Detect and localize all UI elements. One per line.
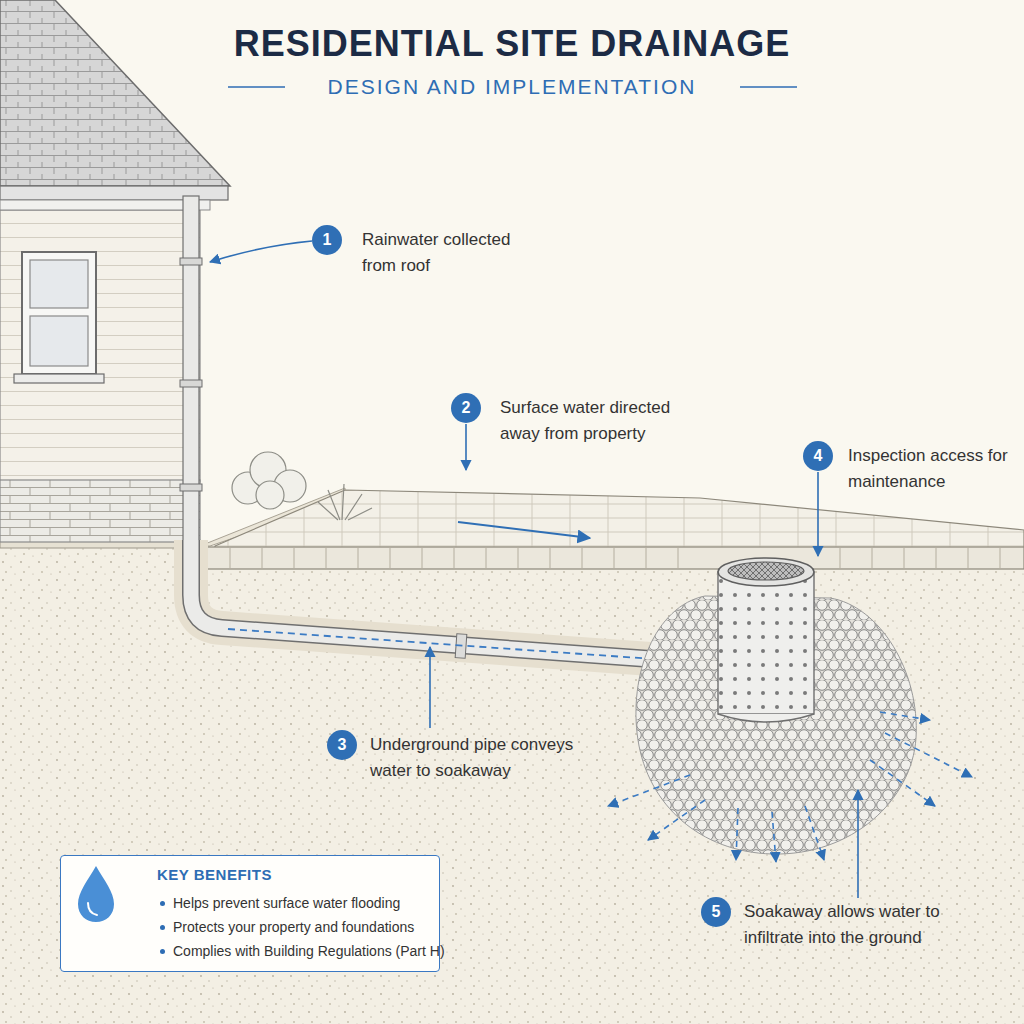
window-frame [22,252,96,374]
water-drop-icon [78,866,114,922]
paving-joints [230,547,1000,569]
benefit-item: Complies with Building Regulations (Part… [173,942,445,961]
infiltration-arrow [805,806,824,860]
pipe-clamp [180,258,202,265]
chamber-rim [718,558,814,586]
leader-lines [210,241,858,898]
pipe-outline [191,540,720,664]
subtitle-rule [740,86,797,88]
bullet-dot [160,901,165,906]
callout-number: 3 [327,730,357,760]
leader-line [210,241,312,262]
soil-texture [0,546,1024,1024]
pipe-clamp [180,484,202,491]
callout-label: Rainwater collected from roof [362,227,540,279]
benefits-box: KEY BENEFITS Helps prevent surface water … [60,855,440,972]
callout-label: Surface water directed away from propert… [500,395,705,447]
fascia [0,200,210,210]
infiltration-arrow [880,712,930,720]
callout-digit: 2 [462,400,471,416]
house-wall [0,210,200,482]
callout-number: 1 [312,225,342,255]
chamber-base [718,714,814,722]
infiltration-arrow [885,733,972,777]
infiltration-arrow [736,808,738,860]
soakaway-chamber [718,572,814,714]
infiltration-arrow [608,775,690,806]
brick-plinth [0,480,200,542]
leader-line [817,472,819,556]
window-sill [14,374,104,383]
infiltration-arrows [608,712,972,862]
inspection-grate [728,562,804,580]
callout-digit: 1 [323,232,332,248]
window-pane [30,316,88,366]
infiltration-arrow [772,812,776,862]
bullet-dot [160,925,165,930]
callout-number: 5 [701,897,731,927]
flow-arrow [228,629,710,663]
infiltration-arrow [648,800,705,840]
paving-edge [200,547,1024,569]
underground-pipe [191,540,720,664]
window-pane [30,260,88,308]
callout-digit: 4 [814,448,823,464]
callout-label: Inspection access for maintenance [848,443,1008,495]
drop-highlight [88,903,97,915]
grass-blades [318,484,372,520]
shrub [232,452,306,509]
callout-number: 2 [451,393,481,423]
leader-line [429,647,431,728]
shrub-leaf [256,481,284,509]
callout-label: Soakaway allows water to infiltrate into… [744,899,940,951]
callout-number: 4 [803,441,833,471]
infiltration-arrow [870,760,935,806]
leader-line [465,424,467,470]
soil [0,546,1024,1024]
box-heading: KEY BENEFITS [157,866,272,884]
diagram-title: RESIDENTIAL SITE DRAINAGE [0,22,1024,66]
pipe-clamp [180,380,202,387]
subtitle: DESIGN AND IMPLEMENTATION [0,74,1024,100]
benefit-item: Protects your property and foundations [173,918,414,937]
leader-line [857,790,859,898]
callout-digit: 5 [712,904,721,920]
pipe-trench [191,540,720,664]
roof [0,0,230,186]
small-shrub [318,484,372,520]
callout-label: Underground pipe conveys water to soakaw… [370,732,602,784]
bullet-dot [160,949,165,954]
subtitle-rule [228,86,285,88]
callout-digit: 3 [338,737,347,753]
benefit-item: Helps prevent surface water flooding [173,894,400,913]
surface-flow-arrow [458,522,590,538]
